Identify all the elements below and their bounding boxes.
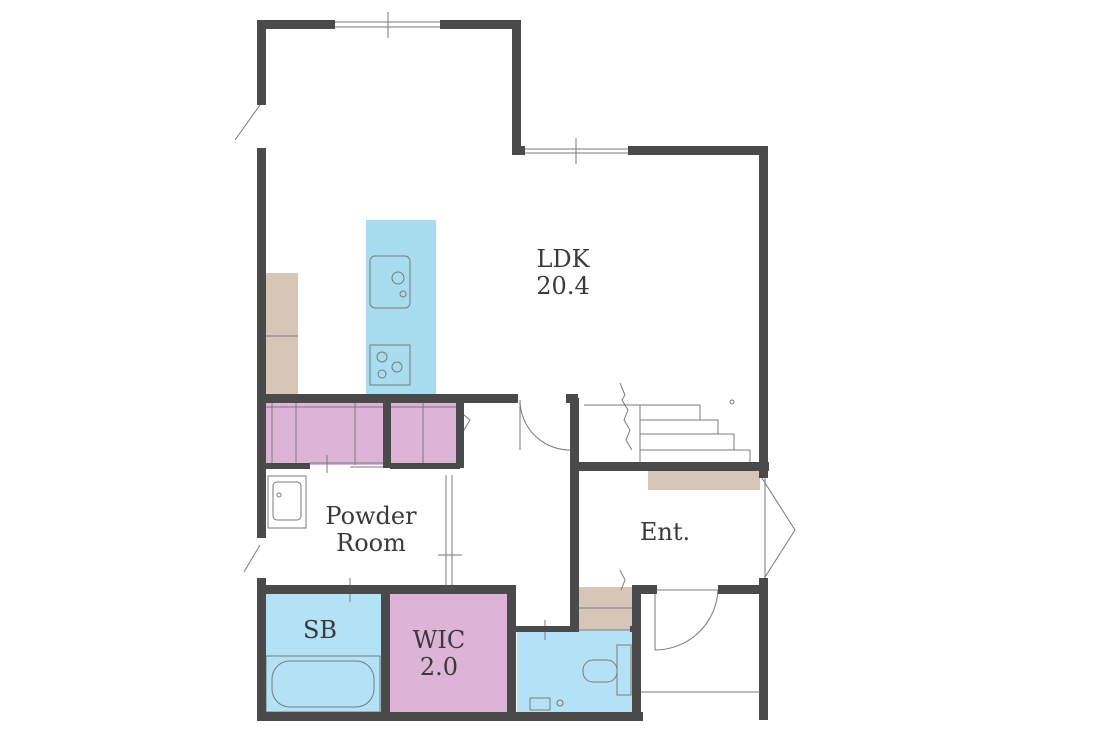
label-ldk: LDK 20.4 (536, 245, 590, 300)
toilet-room-fill (517, 630, 636, 715)
cupboard (266, 273, 298, 396)
room-name-ldk: LDK (536, 245, 590, 273)
kitchen-sink-icon (369, 255, 411, 309)
room-name-powder-line2: Room (336, 529, 406, 557)
wic-room-fill (388, 588, 510, 715)
stove-icon (369, 344, 411, 386)
label-powder-room: Powder Room (325, 502, 417, 557)
washbasin-icon (267, 475, 307, 529)
closet-upper-left (264, 400, 383, 465)
room-name-wic: WIC (413, 626, 466, 654)
label-wic: WIC 2.0 (413, 626, 466, 681)
staircase (584, 382, 751, 465)
room-size-ldk: 20.4 (536, 272, 589, 300)
walls (257, 20, 769, 721)
room-name-powder-line1: Powder (325, 502, 417, 530)
room-name-sb: SB (303, 616, 337, 644)
sb-room-fill (264, 590, 384, 715)
shoe-cabinet (648, 468, 760, 490)
room-size-wic: 2.0 (420, 653, 458, 681)
toilet-icon (529, 644, 632, 711)
room-name-entrance: Ent. (640, 518, 690, 546)
